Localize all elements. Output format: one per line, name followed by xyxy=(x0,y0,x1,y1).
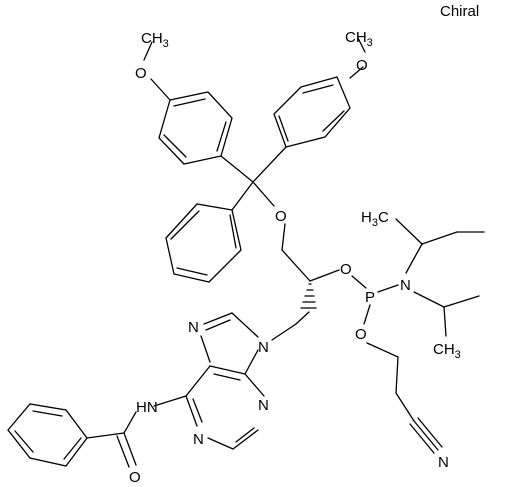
purine-n3: N xyxy=(258,397,269,414)
benzoyl-ring xyxy=(7,403,88,467)
bond-ipr2-down xyxy=(443,306,447,337)
hashed-wedge-bond xyxy=(300,283,317,309)
bond-c5-c6 xyxy=(185,365,211,397)
bond-c8-n7 xyxy=(203,312,233,325)
methoxy-o-right: O xyxy=(356,57,368,74)
bond-n7-c5 xyxy=(200,335,211,363)
bond-p-n xyxy=(377,284,399,293)
bond-o-ch2a xyxy=(366,342,399,358)
bond-n3-c4 xyxy=(244,373,265,397)
bond-c4-c5-double xyxy=(213,373,241,381)
bond-o-to-ch3-right xyxy=(357,37,366,53)
bond-trityl-o xyxy=(252,181,275,207)
methoxyphenyl-ring-left xyxy=(158,91,233,165)
chiral-label: Chiral xyxy=(440,3,479,20)
bond-trityl-phenyl xyxy=(231,181,254,211)
bond-ch2-chiral xyxy=(281,249,311,282)
phosphite-o: O xyxy=(355,326,367,343)
bond-ipr1-ch3a xyxy=(395,218,423,245)
bond-trityl-left xyxy=(220,155,254,183)
bond-p-o xyxy=(363,304,371,325)
bond-n1-c2 xyxy=(207,437,234,450)
bond-c2-n3-double xyxy=(235,427,255,443)
nitrile-triple-bond xyxy=(409,417,443,454)
bond-chiral-o xyxy=(309,269,340,282)
bond-ch2a-ch2b xyxy=(395,356,399,394)
bond-ch2-n9 xyxy=(271,323,297,341)
bond-ipr2-up xyxy=(443,295,480,308)
ipr1-methyl-label: H3C xyxy=(361,209,389,229)
bond-n-ipr2 xyxy=(413,291,445,308)
purine-n9: N xyxy=(258,339,269,356)
bond-c4-c5 xyxy=(209,365,246,375)
bond-co xyxy=(123,432,137,466)
bond-o-to-ch3-left xyxy=(143,41,153,61)
bond-o-ch2 xyxy=(281,223,286,251)
phenyl-ring xyxy=(165,203,242,283)
bond-c2-n3 xyxy=(232,429,259,450)
bond-ring-left-to-o xyxy=(150,78,171,101)
bond-c6-n1 xyxy=(185,395,198,427)
bond-ipr1-ch3b xyxy=(421,231,458,245)
ipr2-methyl-label: CH3 xyxy=(433,341,461,361)
amine-n: N xyxy=(400,277,411,294)
methyl-right: CH3 xyxy=(345,29,373,49)
bond-co-benzoyl xyxy=(86,432,125,439)
bond-co-double xyxy=(116,435,130,468)
methyl-left: CH3 xyxy=(141,30,169,50)
chiral-o: O xyxy=(340,261,352,278)
bond-c6-nh xyxy=(153,395,187,407)
bond-chiral-ch2n xyxy=(295,311,310,325)
bond-nh-co xyxy=(123,411,137,434)
methoxyphenyl-ring-right xyxy=(273,76,351,148)
bond-n9-c8 xyxy=(231,312,259,338)
bond-trityl-right xyxy=(252,146,287,183)
bond-n-ipr1 xyxy=(405,243,423,274)
methoxy-o-left: O xyxy=(135,65,147,82)
bond-o-p xyxy=(351,275,367,289)
bond-ch2b-c xyxy=(395,392,415,422)
purine-n1: N xyxy=(193,431,204,448)
bond-c8-n7-double xyxy=(205,319,231,331)
bond-n9-c4 xyxy=(244,349,259,375)
amide-o: O xyxy=(129,469,141,486)
purine-n7: N xyxy=(188,319,199,336)
phosphorus: P xyxy=(365,289,375,306)
amide-nh: HN xyxy=(136,399,158,416)
bond-c6-n1-double xyxy=(192,398,203,423)
nitrile-n: N xyxy=(438,454,449,471)
ether-o: O xyxy=(275,208,287,225)
bond-ring-right-to-o xyxy=(349,66,364,79)
